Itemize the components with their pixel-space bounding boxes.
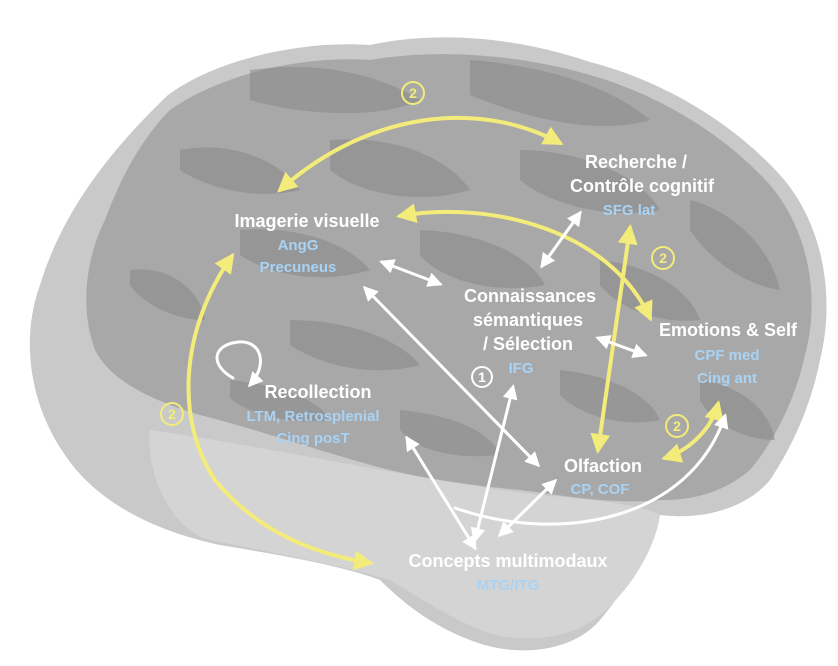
connaissances-region-1: IFG xyxy=(509,360,534,377)
svg-text:2: 2 xyxy=(659,250,667,266)
arrow-concepts-emotions xyxy=(453,413,729,526)
arrow-imagerie-concepts xyxy=(186,252,374,571)
arrow-recollection-concepts xyxy=(405,435,477,551)
node-connaissances: Connaissances sémantiques / Sélection IF… xyxy=(464,286,596,377)
node-concepts-multimodaux: Concepts multimodaux MTG/ITG xyxy=(408,551,607,594)
node-labels: Imagerie visuelle AngG Precuneus Recherc… xyxy=(234,152,798,594)
recherche-title-1: Recherche / xyxy=(585,152,687,172)
connaissances-title-1: Connaissances xyxy=(464,286,596,306)
concepts-region-1: MTG/ITG xyxy=(477,577,540,594)
svg-text:1: 1 xyxy=(478,369,486,385)
arrow-imagerie-connaissances xyxy=(379,259,443,287)
arrow-connaissances-emotions xyxy=(595,335,648,358)
numbered-markers: 2 2 2 2 1 xyxy=(160,81,689,438)
recollection-title: Recollection xyxy=(264,382,371,402)
node-recollection: Recollection LTM, Retrosplenial Cing pos… xyxy=(246,382,379,447)
marker-left: 2 xyxy=(160,402,184,426)
concepts-title: Concepts multimodaux xyxy=(408,551,607,571)
recollection-self-loop xyxy=(215,340,264,388)
imagerie-title: Imagerie visuelle xyxy=(234,211,379,231)
svg-text:2: 2 xyxy=(168,406,176,422)
svg-text:2: 2 xyxy=(409,85,417,101)
imagerie-region-2: Precuneus xyxy=(260,259,337,276)
marker-right-upper: 2 xyxy=(651,246,675,270)
marker-one: 1 xyxy=(471,366,493,388)
arrow-sfg-connaissances xyxy=(540,210,582,269)
arrow-concepts-olfaction xyxy=(497,478,558,538)
connaissances-title-3: / Sélection xyxy=(483,334,573,354)
emotions-title: Emotions & Self xyxy=(659,320,798,340)
white-arrows xyxy=(215,210,729,551)
arrow-olfaction-emotions xyxy=(661,400,724,463)
svg-text:2: 2 xyxy=(673,418,681,434)
node-recherche: Recherche / Contrôle cognitif SFG lat xyxy=(570,152,715,219)
node-imagerie-visuelle: Imagerie visuelle AngG Precuneus xyxy=(234,211,379,276)
arrow-imagerie-recherche xyxy=(277,115,564,193)
imagerie-region-1: AngG xyxy=(278,237,319,254)
marker-right-lower: 2 xyxy=(665,414,689,438)
recollection-region-1: LTM, Retrosplenial xyxy=(246,408,379,425)
emotions-region-1: CPF med xyxy=(694,347,759,364)
recollection-region-2: Cing posT xyxy=(276,430,349,447)
olfaction-title: Olfaction xyxy=(564,456,642,476)
connaissances-title-2: sémantiques xyxy=(473,310,583,330)
emotions-region-2: Cing ant xyxy=(697,370,757,387)
node-olfaction: Olfaction CP, COF xyxy=(564,456,642,498)
recherche-title-2: Contrôle cognitif xyxy=(570,176,715,196)
node-emotions-self: Emotions & Self CPF med Cing ant xyxy=(659,320,798,387)
recherche-region-1: SFG lat xyxy=(603,202,656,219)
olfaction-region-1: CP, COF xyxy=(571,481,630,498)
marker-top: 2 xyxy=(401,81,425,105)
